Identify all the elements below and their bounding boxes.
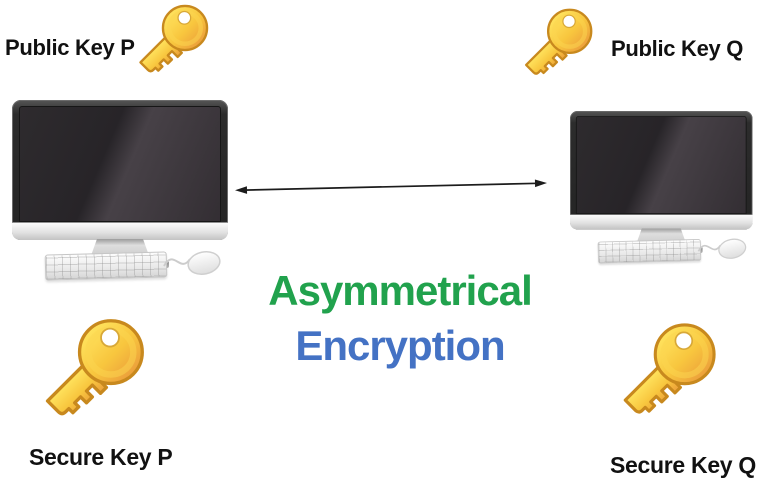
secure-key-q-label: Secure Key Q xyxy=(610,452,756,478)
mouse-icon xyxy=(162,240,226,280)
diagram-title: Asymmetrical Encryption xyxy=(234,270,566,367)
public-key-p-label: Public Key P xyxy=(5,35,135,60)
secure-key-q-icon xyxy=(606,313,726,433)
computer-left xyxy=(12,100,228,282)
computer-right xyxy=(570,111,753,265)
title-line-encryption: Encryption xyxy=(295,322,505,369)
monitor-screen xyxy=(19,106,221,222)
public-key-q-label: Public Key Q xyxy=(611,36,744,61)
double-headed-arrow-icon xyxy=(231,175,551,197)
keyboard-icon xyxy=(597,238,702,264)
monitor xyxy=(12,100,228,240)
monitor-screen xyxy=(575,116,747,215)
mouse-icon xyxy=(697,229,751,263)
monitor-chin xyxy=(12,222,228,240)
monitor-chin xyxy=(570,214,753,230)
secure-key-p-label: Secure Key P xyxy=(29,444,173,470)
public-key-p-icon xyxy=(126,0,216,87)
title-line-asymmetrical: Asymmetrical xyxy=(268,267,532,314)
keyboard-icon xyxy=(44,251,168,281)
public-key-q-icon xyxy=(512,1,600,89)
monitor xyxy=(570,111,753,230)
secure-key-p-icon xyxy=(27,308,155,436)
